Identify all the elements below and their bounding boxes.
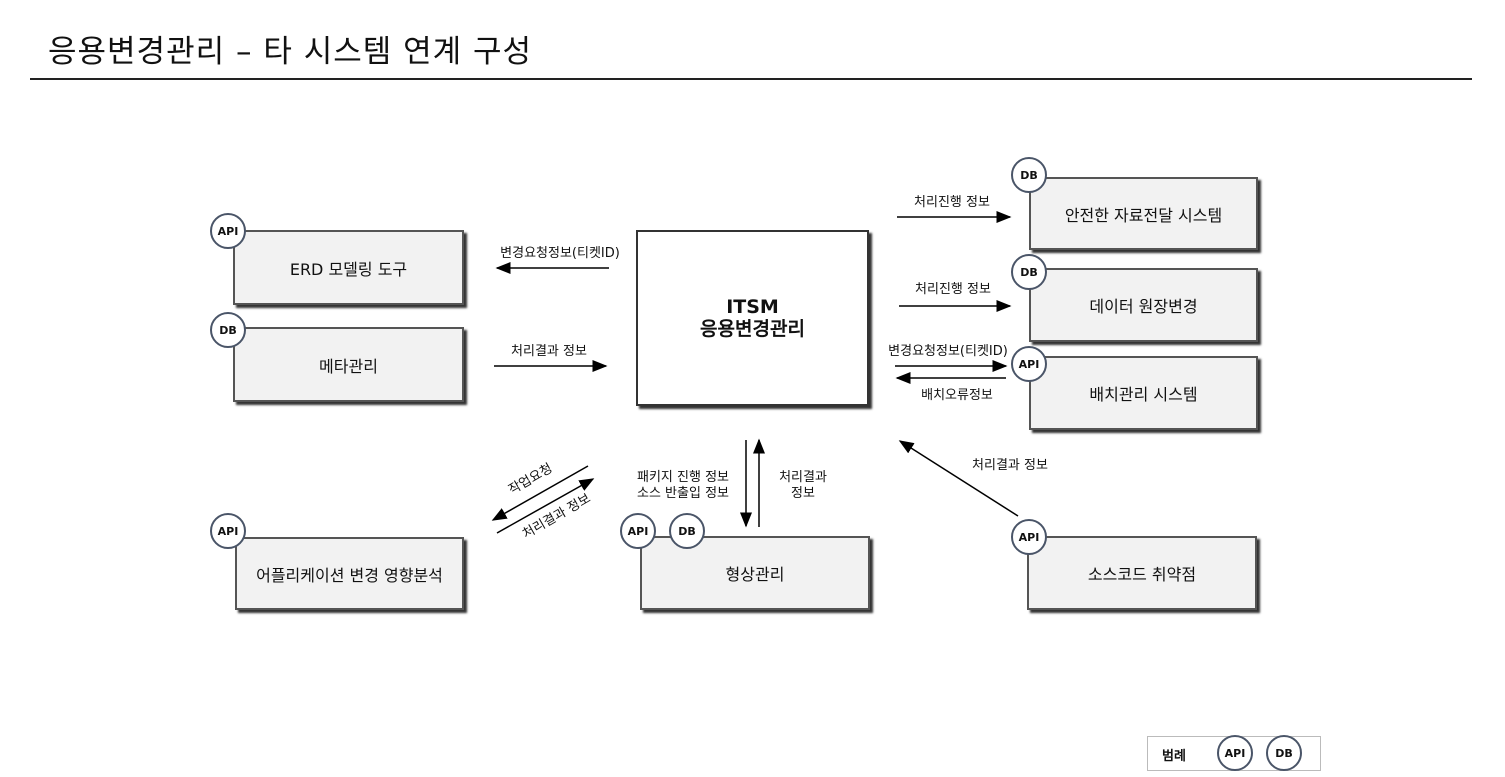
system-erd[interactable]: ERD 모델링 도구 <box>233 230 464 305</box>
system-meta[interactable]: 메타관리 <box>233 327 464 402</box>
system-scm[interactable]: 형상관리 <box>640 536 870 610</box>
db-badge: DB <box>210 312 246 348</box>
system-label: 메타관리 <box>319 356 378 376</box>
flow-label: 변경요청정보(티켓ID) <box>888 344 1008 359</box>
itsm-center[interactable]: ITSM 응용변경관리 <box>636 230 869 406</box>
system-label: 형상관리 <box>725 565 785 584</box>
flow-label: 변경요청정보(티켓ID) <box>500 246 620 261</box>
system-label: 어플리케이션 변경 영향분석 <box>256 565 443 585</box>
center-subtitle: 응용변경관리 <box>700 318 805 340</box>
flow-label: 패키지 진행 정보 <box>637 470 729 485</box>
db-badge: DB <box>669 513 705 549</box>
flow-label: 처리진행 정보 <box>914 195 990 210</box>
system-label: 데이터 원장변경 <box>1089 297 1198 316</box>
legend-api-badge: API <box>1217 735 1253 771</box>
flow-label: 처리진행 정보 <box>915 282 991 297</box>
db-badge: DB <box>1011 157 1047 193</box>
center-title: ITSM <box>726 296 779 318</box>
title-divider <box>30 78 1472 80</box>
legend-db-badge: DB <box>1266 735 1302 771</box>
system-label: 소스코드 취약점 <box>1087 565 1197 584</box>
api-badge: API <box>620 513 656 549</box>
system-label: ERD 모델링 도구 <box>289 259 408 279</box>
system-source-vuln[interactable]: 소스코드 취약점 <box>1027 536 1257 610</box>
flow-label: 배치오류정보 <box>921 388 993 403</box>
db-badge: DB <box>1011 254 1047 290</box>
api-badge: API <box>1011 346 1047 382</box>
flow-label: 처리결과 정보 <box>511 344 587 359</box>
system-label: 배치관리 시스템 <box>1089 385 1198 404</box>
flow-label: 처리결과 <box>779 470 827 485</box>
arrow-app-in <box>496 478 595 534</box>
flow-label: 소스 반출입 정보 <box>637 486 729 501</box>
legend-title: 범례 <box>1162 749 1186 764</box>
system-impact-analysis[interactable]: 어플리케이션 변경 영향분석 <box>235 537 464 610</box>
arrow-app-out <box>491 465 589 521</box>
page-title: 응용변경관리 – 타 시스템 연계 구성 <box>48 34 533 70</box>
flow-label: 정보 <box>791 486 815 501</box>
api-badge: API <box>210 513 246 549</box>
arrow-source <box>898 440 1019 517</box>
api-badge: API <box>210 213 246 249</box>
system-secure-transfer[interactable]: 안전한 자료전달 시스템 <box>1029 177 1258 250</box>
system-label: 안전한 자료전달 시스템 <box>1064 205 1223 225</box>
system-data-ledger[interactable]: 데이터 원장변경 <box>1029 268 1258 342</box>
api-badge: API <box>1011 519 1047 555</box>
system-batch[interactable]: 배치관리 시스템 <box>1029 356 1258 430</box>
flow-label: 처리결과 정보 <box>972 458 1048 473</box>
